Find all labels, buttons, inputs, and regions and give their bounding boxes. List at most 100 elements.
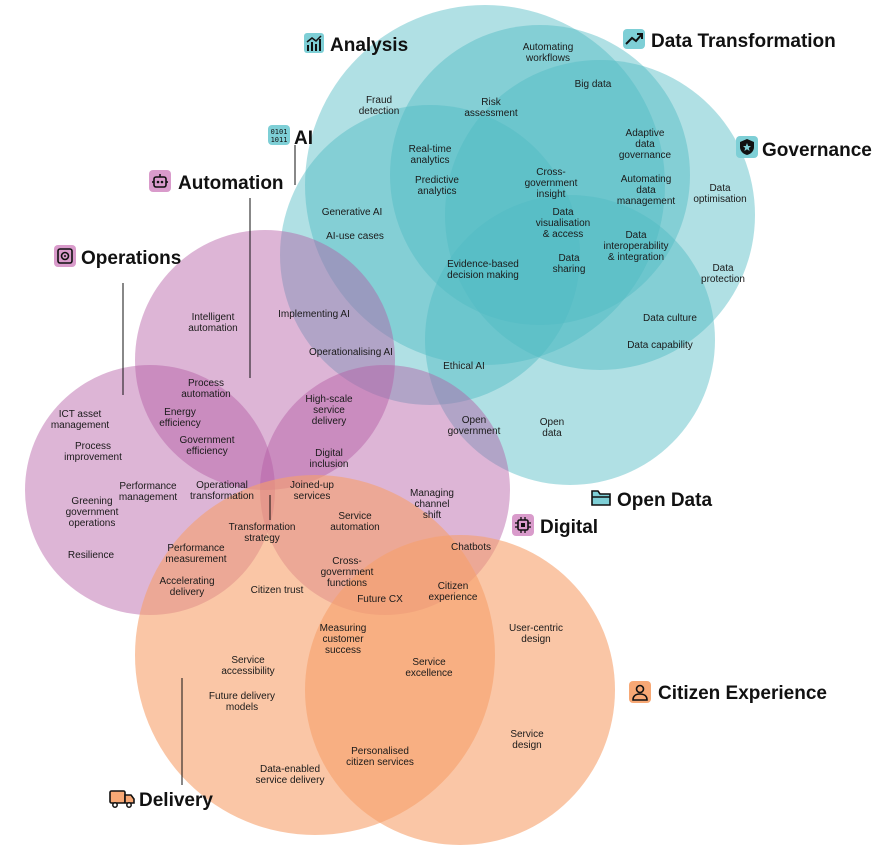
topic-label-line: Open: [462, 415, 486, 426]
category-automation: Automation: [149, 170, 284, 194]
topic-label-line: Performance: [167, 543, 225, 554]
category-operations: Operations: [54, 245, 181, 269]
topic-label-line: & access: [543, 229, 584, 240]
topic-label-line: Automating: [621, 174, 672, 185]
topic-label-line: analytics: [418, 186, 457, 197]
topic-label-line: Cross-: [332, 556, 361, 567]
topic-label-line: Data: [625, 230, 647, 241]
topic-label-line: Data culture: [643, 313, 697, 324]
topic-label-line: service delivery: [256, 775, 325, 786]
circle-ai: [280, 105, 580, 405]
topic-label-line: ICT asset: [59, 409, 102, 420]
topic-label-line: customer: [322, 634, 364, 645]
topic-label-line: Data-enabled: [260, 764, 320, 775]
chart-bars-icon: [304, 33, 324, 53]
svg-text:0101: 0101: [271, 128, 288, 136]
category-data-transformation: Data Transformation: [623, 29, 836, 52]
topic-label-line: Big data: [575, 79, 612, 90]
category-label: Analysis: [330, 35, 408, 56]
topic-label: Data culture: [643, 313, 697, 324]
topic-label-line: Citizen: [438, 581, 469, 592]
circle-automation: [135, 230, 395, 490]
topic-label-line: Resilience: [68, 550, 115, 561]
topic-label: Resilience: [68, 550, 115, 561]
category-label: Digital: [540, 517, 598, 538]
topic-label-line: Generative AI: [322, 207, 383, 218]
topic-label-line: design: [512, 740, 541, 751]
category-label: AI: [294, 128, 313, 149]
topic-label-line: Data: [709, 183, 731, 194]
folder-icon: [591, 490, 611, 506]
topic-label-line: government: [448, 426, 501, 437]
topic-label-line: design: [521, 634, 550, 645]
topic-label-line: AI-use cases: [326, 231, 384, 242]
topic-label-line: visualisation: [536, 218, 590, 229]
svg-text:1011: 1011: [271, 136, 288, 144]
topic-label-line: automation: [188, 323, 237, 334]
topic-label-line: data: [636, 185, 656, 196]
topic-label-line: Measuring: [320, 623, 367, 634]
trend-up-icon: [623, 29, 645, 49]
category-label: Delivery: [139, 790, 213, 811]
category-analysis: Analysis: [304, 33, 408, 56]
topic-label-line: services: [294, 491, 331, 502]
topic-label-line: automation: [330, 522, 379, 533]
topic-label: AI-use cases: [326, 231, 384, 242]
topic-label-line: assessment: [464, 108, 518, 119]
topic-label-line: measurement: [165, 554, 226, 565]
topic-label-line: efficiency: [186, 446, 228, 457]
topic-label-line: Implementing AI: [278, 309, 350, 320]
topic-label-line: operations: [69, 518, 116, 529]
gear-icon: [54, 245, 76, 267]
topic-label-line: management: [51, 420, 110, 431]
topic-label-line: government: [525, 178, 578, 189]
category-governance: Governance: [736, 136, 872, 161]
category-label: Open Data: [617, 490, 712, 511]
topic-label-line: analytics: [411, 155, 450, 166]
topic-label-line: improvement: [64, 452, 122, 463]
topic-label-line: protection: [701, 274, 745, 285]
topic-label-line: Joined-up: [290, 480, 334, 491]
topic-label-line: shift: [423, 510, 442, 521]
topic-label-line: accessibility: [221, 666, 274, 677]
topic-label-line: Evidence-based: [447, 259, 519, 270]
topic-label-line: Cross-: [536, 167, 565, 178]
topic-label-line: High-scale: [305, 394, 353, 405]
topic-label-line: data: [542, 428, 562, 439]
circle-analysis: [305, 5, 665, 365]
topic-label-line: success: [325, 645, 361, 656]
topic-label-line: Operational: [196, 480, 248, 491]
topic-label-line: automation: [181, 389, 230, 400]
topic-label-line: sharing: [553, 264, 586, 275]
topic-label-line: delivery: [312, 416, 346, 427]
topic-label-line: Process: [188, 378, 224, 389]
topic-label: Future CX: [357, 594, 403, 605]
topic-label-line: Adaptive: [626, 128, 665, 139]
topic-label-line: governance: [619, 150, 672, 161]
topic-label-line: Service: [510, 729, 544, 740]
topic-label-line: Data: [552, 207, 574, 218]
topic-label-line: detection: [359, 106, 400, 117]
category-delivery: Delivery: [109, 790, 213, 811]
